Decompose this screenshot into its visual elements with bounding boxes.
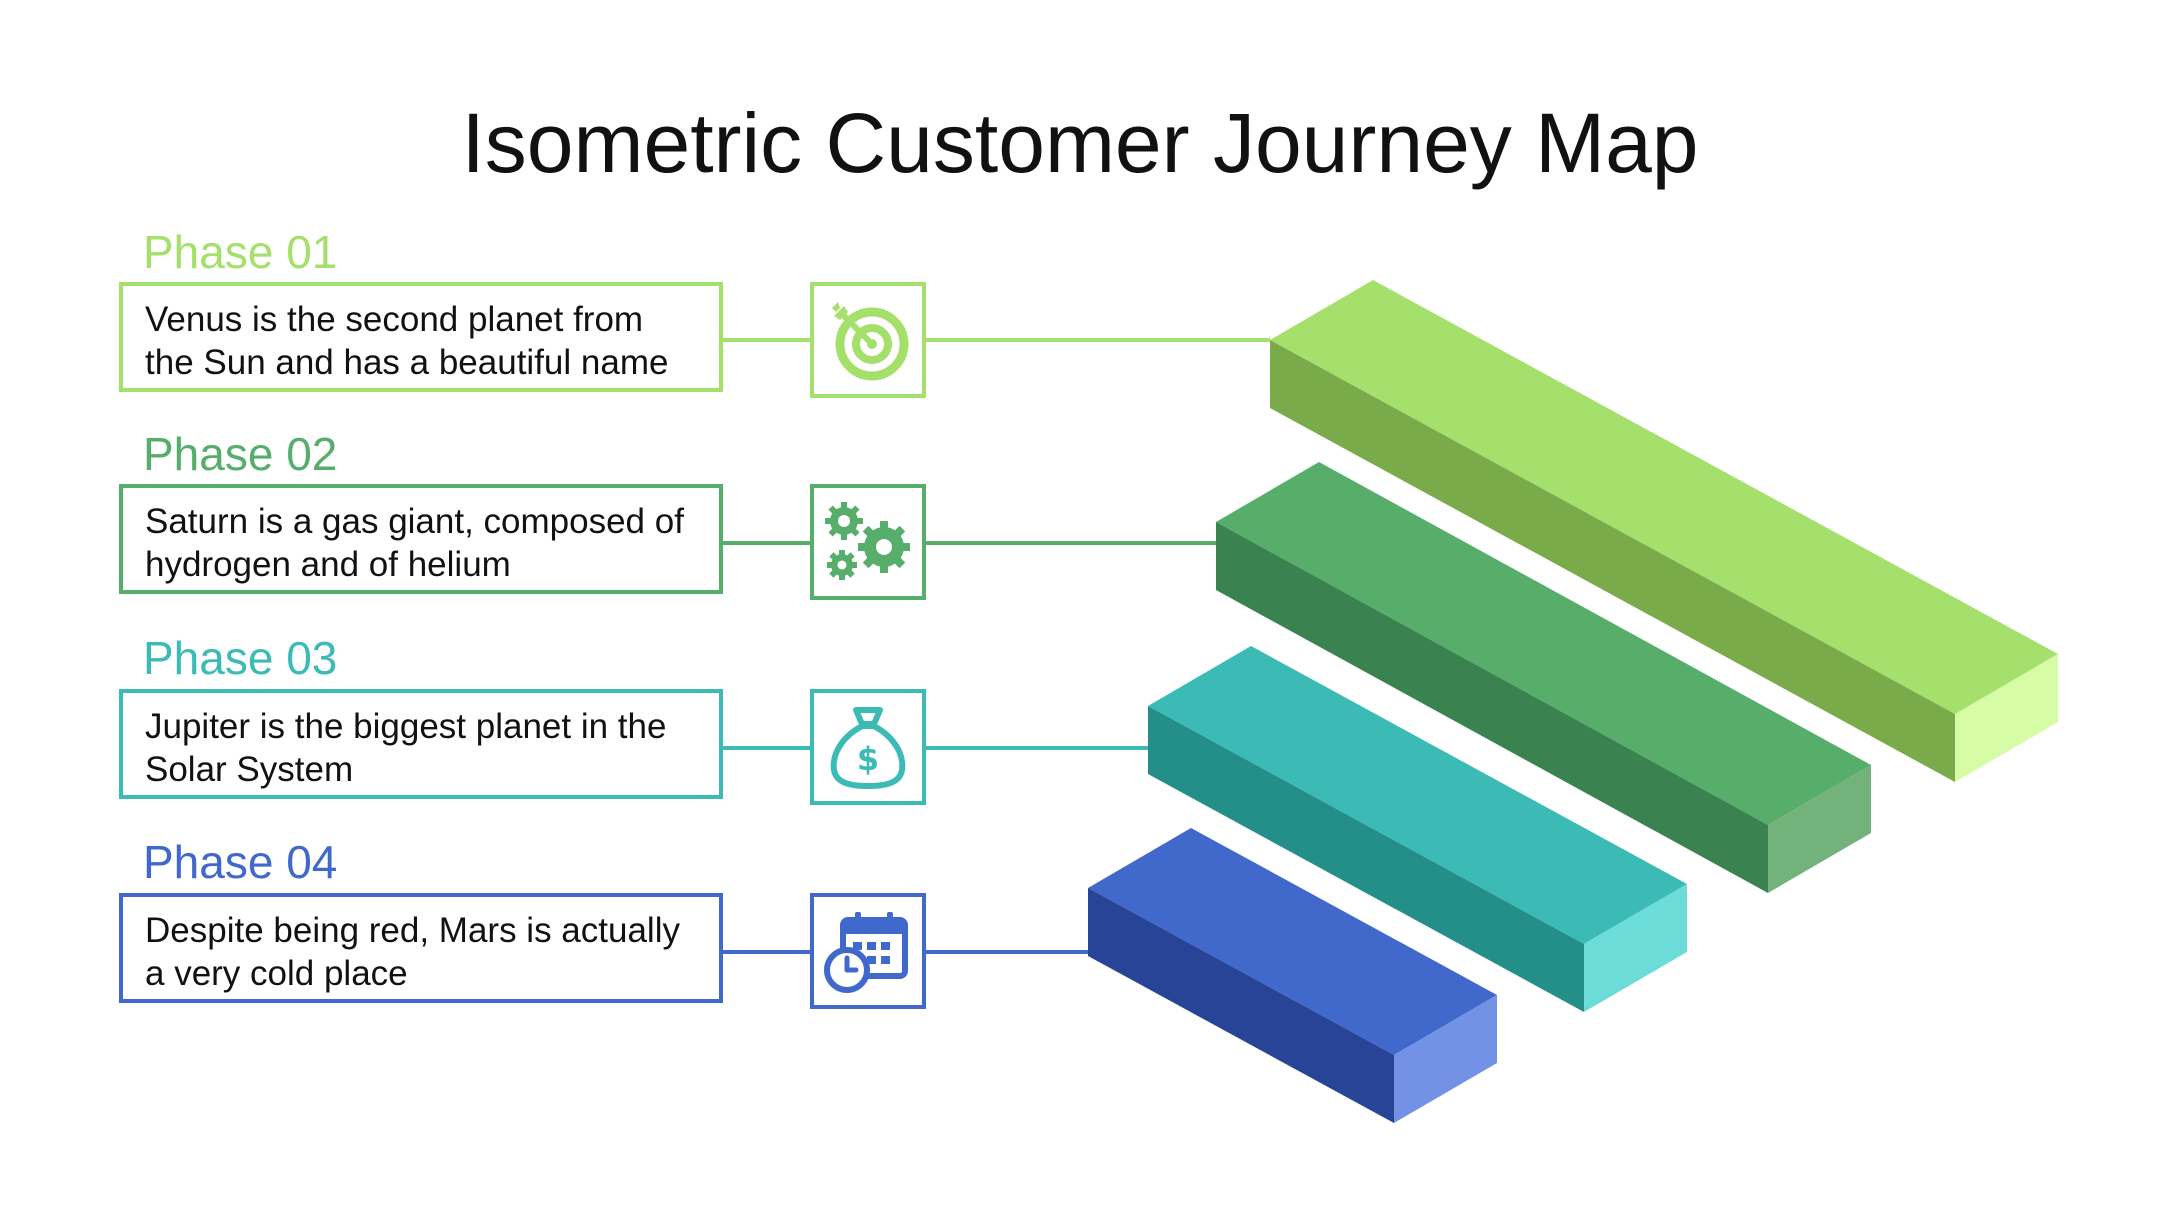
- bar-phase-04: [1088, 828, 1497, 1123]
- bar-phase-01-end: [1955, 654, 2058, 782]
- bar-phase-01: [1270, 280, 2058, 782]
- phase-02-icon-box: [810, 484, 926, 600]
- phase-03-connector-right: [926, 746, 1148, 750]
- phase-04-description: Despite being red, Mars is actually a ve…: [119, 893, 723, 1003]
- phase-04-label: Phase 04: [143, 836, 338, 888]
- bar-phase-04-side: [1088, 888, 1394, 1123]
- phase-03-connector-left: [723, 746, 810, 750]
- calendar-clock-icon: [824, 912, 908, 993]
- bar-phase-01-top: [1270, 280, 2058, 714]
- bar-phase-02-side: [1216, 522, 1768, 893]
- phase-04-connector-right: [926, 950, 1088, 954]
- phase-02-label: Phase 02: [143, 428, 338, 480]
- bar-phase-03-end: [1584, 884, 1687, 1012]
- page-title: Isometric Customer Journey Map: [461, 96, 1699, 190]
- bar-phase-03: [1148, 646, 1687, 1012]
- phase-04-icon-box: [810, 893, 926, 1009]
- target-icon: [832, 302, 909, 381]
- phase-01-connector-left: [723, 338, 810, 342]
- phase-01-label: Phase 01: [143, 226, 338, 278]
- phase-02-connector-right: [926, 541, 1216, 545]
- bar-phase-03-top: [1148, 646, 1687, 944]
- bar-phase-04-top: [1088, 828, 1497, 1055]
- phase-03-icon-box: $: [810, 689, 926, 805]
- money-bag-icon: $: [830, 707, 906, 789]
- svg-text:$: $: [857, 740, 879, 778]
- bar-phase-04-end: [1394, 995, 1497, 1123]
- phase-03-label: Phase 03: [143, 632, 338, 684]
- bar-phase-01-side: [1270, 340, 1955, 782]
- bar-phase-03-side: [1148, 706, 1584, 1012]
- phase-02-connector-left: [723, 541, 810, 545]
- bar-phase-02-end: [1768, 765, 1871, 893]
- gears-icon: [825, 502, 910, 580]
- phase-01-icon-box: [810, 282, 926, 398]
- phase-01-connector-right: [926, 338, 1270, 342]
- phase-01-description: Venus is the second planet from the Sun …: [119, 282, 723, 392]
- phase-03-description: Jupiter is the biggest planet in the Sol…: [119, 689, 723, 799]
- phase-02-description: Saturn is a gas giant, composed of hydro…: [119, 484, 723, 594]
- phase-04-connector-left: [723, 950, 810, 954]
- bar-phase-02-top: [1216, 462, 1871, 825]
- bar-phase-02: [1216, 462, 1871, 893]
